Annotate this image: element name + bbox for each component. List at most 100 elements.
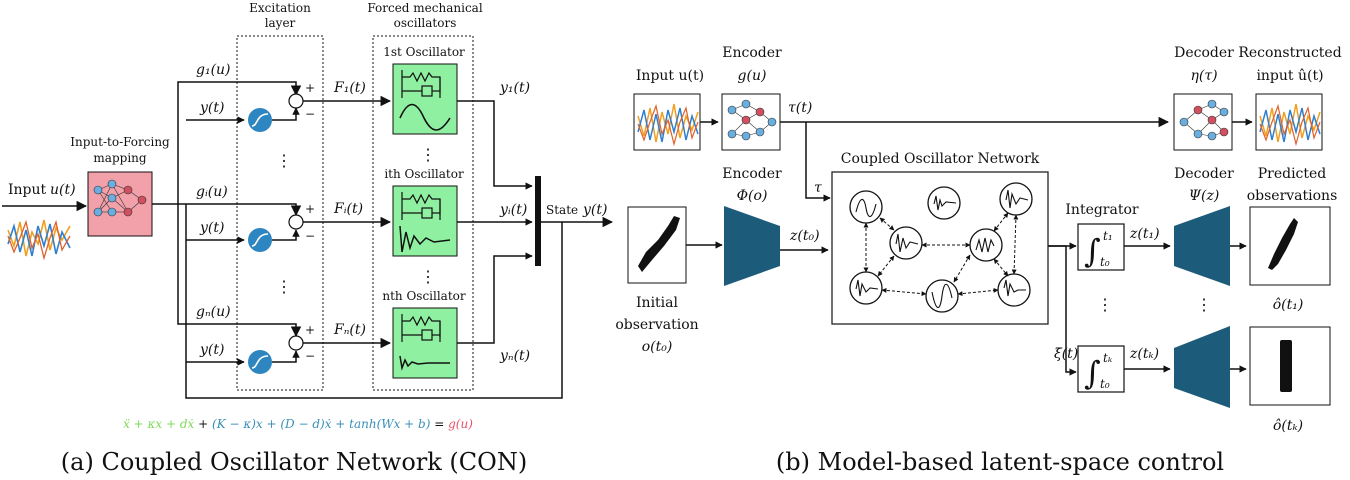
tau-short: τ xyxy=(814,180,822,196)
predicted-label-2: observations xyxy=(1247,188,1338,204)
oscillator-i: ith Oscillator xyxy=(384,167,464,257)
oscillators-header-1: Forced mechanical xyxy=(367,1,482,15)
state-label: State xyxy=(546,203,578,217)
reconstructed-label-2: input û(t) xyxy=(1256,68,1323,84)
equation: ẍ + κx + dẋ + (K − κ)x + (D − d)ẋ + tanh… xyxy=(123,417,473,431)
z-t0-label: z(t₀) xyxy=(789,228,820,244)
excitation-row-n: + − xyxy=(248,323,392,374)
network-node-damped xyxy=(927,186,961,220)
excitation-label-1: Excitation xyxy=(249,1,311,15)
equation-part-2: + xyxy=(194,417,212,431)
oscillator-n: nth Oscillator xyxy=(382,289,466,379)
plus-sign: + xyxy=(305,202,315,216)
predicted-observation-k xyxy=(1249,326,1331,406)
feedback-label-i: y(t) xyxy=(199,220,224,236)
oscillator-title: nth Oscillator xyxy=(382,289,466,303)
vdots-excite-1: ⋮ xyxy=(276,151,292,170)
z-tk-label: z(tₖ) xyxy=(1129,346,1159,362)
minus-sign: − xyxy=(305,229,315,243)
tau-var: τ(t) xyxy=(788,100,812,116)
output-1: y₁(t) xyxy=(499,80,530,96)
spring-damper-icon xyxy=(401,314,441,342)
state-var: y(t) xyxy=(582,202,607,218)
minus-sign: − xyxy=(305,349,315,363)
equation-part-5: g(u) xyxy=(448,417,473,431)
vdots-osc-2: ⋮ xyxy=(420,267,436,286)
input-signal-plot xyxy=(6,210,74,262)
equation-part-1: ẍ + κx + dẋ xyxy=(123,417,194,431)
network-edges xyxy=(863,212,1019,297)
integral-upper: t₁ xyxy=(1103,229,1113,243)
force-n: Fₙ(t) xyxy=(333,322,366,338)
feedback-label-1: y(t) xyxy=(199,100,224,116)
o-hat-1: ô(t₁) xyxy=(1273,297,1304,313)
panel-b: Input u(t) Encoder g(u) τ(t) τ xyxy=(615,45,1341,476)
reconstructed-label-1: Reconstructed xyxy=(1238,45,1341,61)
decoder-top-fn: η(τ) xyxy=(1190,68,1217,84)
predicted-observation-1 xyxy=(1249,206,1331,286)
excitation-row-1: + − xyxy=(248,81,392,132)
summation-node xyxy=(288,93,304,109)
integral-lower: t₀ xyxy=(1100,255,1110,269)
network-title: Coupled Oscillator Network xyxy=(841,151,1040,167)
excitation-label-2: layer xyxy=(265,16,296,30)
decoder-network-icon xyxy=(1173,93,1233,151)
network-node-damped xyxy=(999,182,1033,216)
minus-sign: − xyxy=(305,107,315,121)
oscillators-header-2: oscillators xyxy=(394,16,457,30)
tanh-activation-icon xyxy=(248,108,272,132)
decoder-psi-fn: Ψ(z) xyxy=(1189,188,1220,204)
z-t1-label: z(t₁) xyxy=(1129,226,1160,242)
gain-i: gᵢ(u) xyxy=(196,184,228,200)
integrator-label: Integrator xyxy=(1065,202,1139,218)
initial-obs-label-1: Initial xyxy=(636,295,678,311)
output-n: yₙ(t) xyxy=(499,348,530,364)
caption-b: (b) Model-based latent-space control xyxy=(776,448,1224,476)
network-node-signals xyxy=(855,189,1029,309)
overdamped-response-icon xyxy=(399,355,450,371)
force-i: Fᵢ(t) xyxy=(333,201,363,217)
encoder-phi-fn: Φ(o) xyxy=(737,188,768,204)
output-i: yᵢ(t) xyxy=(499,202,527,218)
network-node-damped xyxy=(889,226,923,260)
oscillator-1: 1st Oscillator xyxy=(383,45,465,135)
oscillator-title: ith Oscillator xyxy=(384,167,464,181)
spring-damper-icon xyxy=(401,192,441,220)
initial-observation-image xyxy=(627,206,687,284)
spring-damper-icon xyxy=(401,70,441,98)
integral-lower: t₀ xyxy=(1100,377,1110,391)
encoder-network-icon xyxy=(721,93,781,151)
equation-part-3: (K − κ)x + (D − d)ẋ + tanh(Wx + b) xyxy=(212,417,431,431)
excitation-row-i: + − xyxy=(248,202,392,252)
oscillators-box xyxy=(372,35,474,391)
vdots-excite-2: ⋮ xyxy=(276,277,292,296)
damped-response-icon xyxy=(399,225,451,253)
neural-net-icon xyxy=(93,179,147,217)
encoder-top-label: Encoder xyxy=(722,45,782,61)
decoder-psi-trapezoid-k xyxy=(1174,326,1230,408)
plus-sign: + xyxy=(305,323,315,337)
mapping-label-2: mapping xyxy=(93,151,146,165)
concat-bar xyxy=(535,176,541,266)
initial-obs-label-3: o(t₀) xyxy=(642,339,673,355)
integral-upper: tₖ xyxy=(1103,351,1113,365)
o-hat-k: ô(tₖ) xyxy=(1273,418,1303,434)
encoder-top-fn: g(u) xyxy=(738,68,767,84)
vdots-integrator: ⋮ xyxy=(1097,295,1113,314)
input-var: u(t) xyxy=(50,182,76,198)
decoder-top-label: Decoder xyxy=(1174,45,1234,61)
initial-obs-label-2: observation xyxy=(615,317,698,333)
integrator-k: ∫ tₖ t₀ xyxy=(1077,345,1125,393)
force-1: F₁(t) xyxy=(333,80,366,96)
integral-sign: ∫ xyxy=(1084,354,1101,392)
summation-node xyxy=(288,214,304,230)
plus-sign: + xyxy=(305,81,315,95)
predicted-label-1: Predicted xyxy=(1258,166,1327,182)
caption-a: (a) Coupled Oscillator Network (CON) xyxy=(61,448,527,476)
input-label-b: Input u(t) xyxy=(636,68,704,84)
sine-response-icon xyxy=(399,103,451,131)
reconstructed-signal-plot xyxy=(1255,93,1323,151)
summation-node xyxy=(288,335,304,351)
encoder-phi-label: Encoder xyxy=(722,166,782,182)
